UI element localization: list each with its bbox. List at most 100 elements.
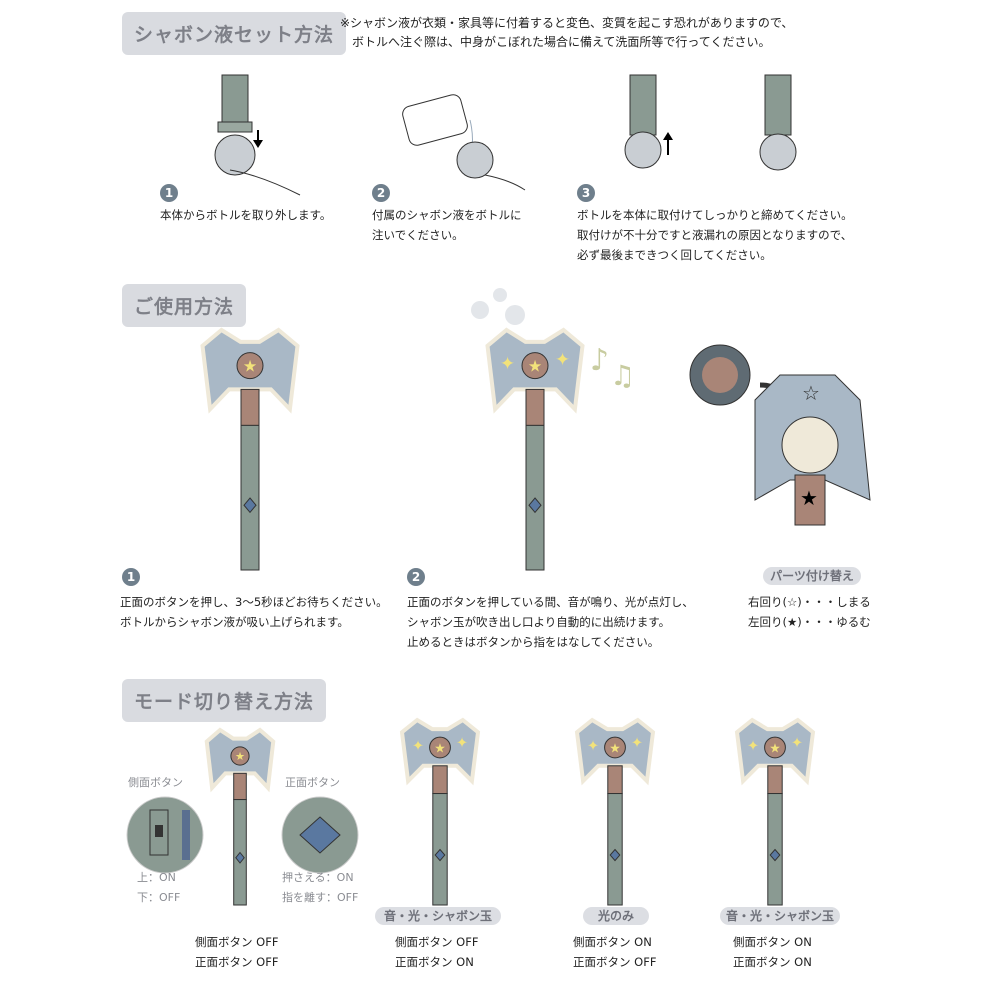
mode-badge: 音・光・シャボン玉	[720, 907, 840, 925]
text-line: 正面ボタン ON	[395, 955, 474, 969]
wand-collar	[233, 772, 247, 801]
sparkle-icon: ✦	[587, 739, 599, 755]
front-button	[528, 497, 542, 514]
svg-text:★: ★	[528, 357, 542, 376]
side-button-states: 上：ON 下：OFF	[137, 868, 180, 908]
sparkle-icon: ✦	[747, 739, 759, 755]
text-line: 正面のボタンを押し、3～5秒ほどお待ちください。	[120, 595, 388, 609]
front-button-label: 正面ボタン	[285, 776, 340, 789]
step3-attach-bottle-illustration	[624, 74, 797, 171]
text-line: 右回り(☆)・・・しまる	[748, 595, 871, 609]
text-line: 正面のボタンを押している間、音が鳴り、光が点灯し、	[407, 595, 694, 609]
mode-badge: 光のみ	[583, 907, 649, 925]
text-line: 側面ボタン OFF	[195, 935, 279, 949]
front-button-zoom-illustration	[281, 796, 359, 874]
wand-illustration: ★	[200, 327, 300, 571]
text-line: 上：ON	[137, 871, 176, 884]
text-line: 取付けが不十分ですと液漏れの原因となりますので、	[577, 228, 853, 242]
sparkle-icon: ✦	[791, 735, 803, 751]
star-emblem	[604, 736, 626, 759]
svg-text:♫: ♫	[610, 359, 635, 392]
svg-text:★: ★	[609, 741, 620, 756]
front-button	[609, 848, 621, 862]
front-button-states: 押さえる：ON 指を離す：OFF	[282, 868, 358, 908]
text-line: ボトルを本体に取付けてしっかりと締めてください。	[577, 208, 853, 222]
wand-collar	[432, 765, 448, 795]
wand-collar	[240, 388, 260, 426]
text-line: ボトルからシャボン液が吸い上げられます。	[120, 615, 349, 629]
svg-text:★: ★	[243, 357, 257, 376]
text-line: シャボン玉が吹き出し口より自動的に出続けます。	[407, 615, 671, 629]
sparkle-icon: ✦	[456, 735, 468, 751]
mode-settings: 側面ボタン OFF 正面ボタン OFF	[195, 932, 278, 972]
text-line: 正面ボタン OFF	[195, 955, 279, 969]
step-number: 3	[577, 184, 595, 202]
step-number: 2	[372, 184, 390, 202]
star-emblem	[236, 352, 264, 380]
usage-step1-text: 正面のボタンを押し、3～5秒ほどお待ちください。ボトルからシャボン液が吸い上げら…	[120, 592, 388, 632]
text-line: 側面ボタン ON	[733, 935, 812, 949]
star-emblem	[230, 746, 250, 766]
sparkle-icon: ✦	[631, 735, 643, 751]
side-button-label: 側面ボタン	[128, 776, 183, 789]
wand-mode-off-illustration: ★	[204, 727, 276, 906]
setup-caution-note: ※シャボン液が衣類・家具等に付着すると変色、変質を起こす恐れがありますので、 ボ…	[340, 14, 793, 52]
text-line: 左回り(★)・・・ゆるむ	[748, 615, 871, 629]
parts-swap-text: 右回り(☆)・・・しまる左回り(★)・・・ゆるむ	[748, 592, 871, 632]
svg-text:☆: ☆	[802, 381, 820, 405]
mode-badge: 音・光・シャボン玉	[375, 907, 501, 925]
note-line: ※シャボン液が衣類・家具等に付着すると変色、変質を起こす恐れがありますので、	[340, 16, 794, 30]
svg-text:★: ★	[769, 741, 780, 756]
text-line: 側面ボタン ON	[573, 935, 652, 949]
star-emblem	[764, 736, 786, 759]
step2-pour-liquid-illustration	[402, 94, 526, 191]
setup-step1-text: 本体からボトルを取り外します。	[160, 205, 331, 225]
step-number: 1	[160, 184, 178, 202]
wand-mode-all-side-illustration: ★ ✦ ✦	[734, 717, 816, 906]
text-line: 正面ボタン ON	[733, 955, 812, 969]
text-line: 側面ボタン OFF	[395, 935, 479, 949]
svg-text:★: ★	[434, 741, 445, 756]
setup-step2-text: 付属のシャボン液をボトルに注いでください。	[372, 205, 522, 245]
star-emblem	[429, 736, 451, 759]
mode-settings: 側面ボタン OFF 正面ボタン ON	[395, 932, 478, 972]
star-emblem	[521, 352, 549, 380]
text-line: 付属のシャボン液をボトルに	[372, 208, 522, 222]
text-line: 押さえる：ON	[282, 871, 354, 884]
sparkle-icon: ✦	[500, 354, 515, 375]
text-line: 止めるときはボタンから指をはなしてください。	[407, 635, 660, 649]
bubbles-decoration	[471, 288, 525, 325]
wand-mode-light-illustration: ★ ✦ ✦	[574, 717, 656, 906]
text-line: 注いでください。	[372, 228, 464, 242]
svg-text:♪: ♪	[590, 343, 609, 378]
wand-collar	[525, 388, 545, 426]
front-button	[243, 497, 257, 514]
svg-text:★: ★	[800, 486, 818, 510]
step1-bottle-removal-illustration	[214, 74, 301, 196]
section-title-usage: ご使用方法	[122, 284, 247, 327]
sparkle-icon: ✦	[412, 739, 424, 755]
text-line: 必ず最後まできつく回してください。	[577, 248, 772, 262]
side-button-zoom-illustration	[126, 796, 204, 874]
wand-mode-all-illustration: ★ ✦ ✦	[399, 717, 481, 906]
text-line: 本体からボトルを取り外します。	[160, 208, 332, 222]
text-line: 下：OFF	[137, 891, 181, 904]
front-button	[769, 848, 781, 862]
parts-swap-badge: パーツ付け替え	[763, 567, 861, 585]
music-note-icon: ♪♫	[590, 343, 635, 392]
step-number: 1	[122, 568, 140, 586]
text-line: 指を離す：OFF	[282, 891, 359, 904]
section-title-setup: シャボン液セット方法	[122, 12, 347, 55]
text-line: 正面ボタン OFF	[573, 955, 657, 969]
front-button	[235, 851, 245, 864]
setup-step3-text: ボトルを本体に取付けてしっかりと締めてください。取付けが不十分ですと液漏れの原因…	[577, 205, 853, 265]
front-button	[434, 848, 446, 862]
mode-settings: 側面ボタン ON 正面ボタン ON	[733, 932, 812, 972]
mode-settings: 側面ボタン ON 正面ボタン OFF	[573, 932, 656, 972]
svg-text:★: ★	[235, 750, 245, 763]
wand-bubbles-illustration: ★✦✦	[485, 327, 585, 571]
note-line: ボトルへ注ぐ際は、中身がこぼれた場合に備えて洗面所等で行ってください。	[352, 35, 771, 49]
section-title-mode: モード切り替え方法	[122, 679, 327, 722]
step-number: 2	[407, 568, 425, 586]
parts-swap-illustration: ☆ ★	[689, 344, 871, 526]
